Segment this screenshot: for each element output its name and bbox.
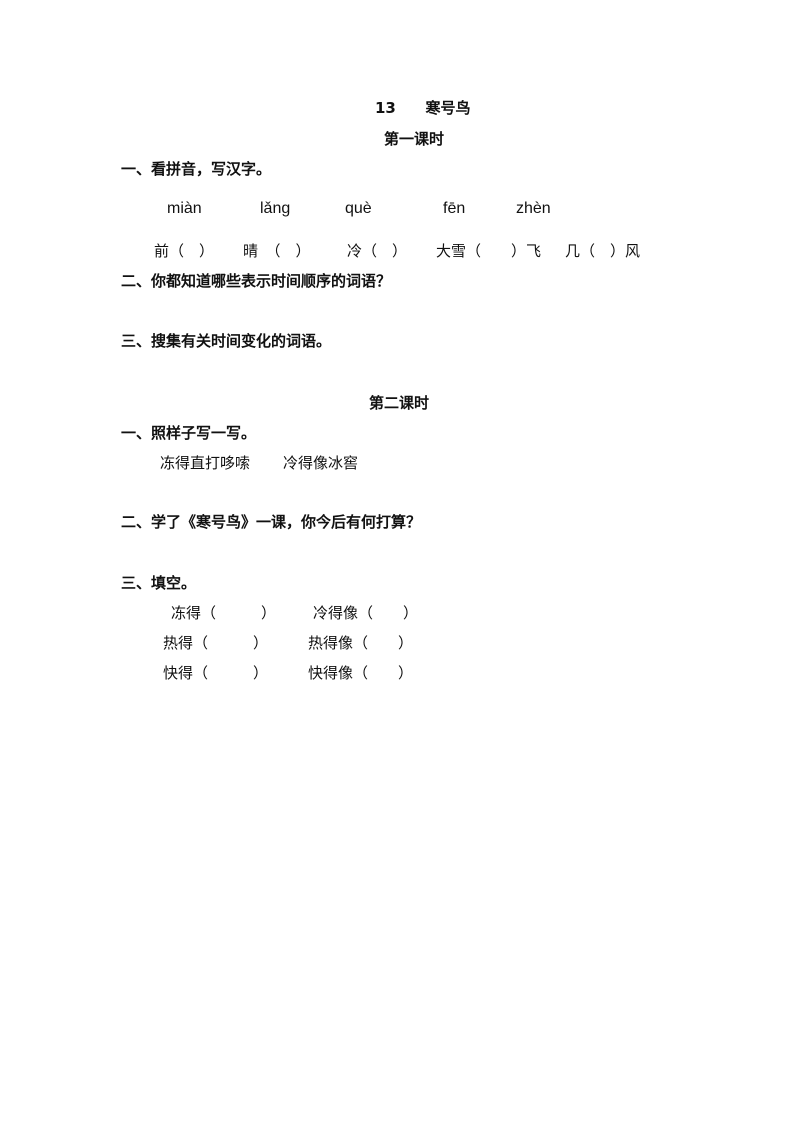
part2-q2-heading: 二、学了《寒号鸟》一课，你今后有何打算？ bbox=[121, 513, 422, 531]
part1-title: 第一课时 bbox=[384, 130, 445, 148]
fill-row1-right: 冷得像（ ） bbox=[313, 604, 419, 622]
fill-row3-left: 快得（ ） bbox=[163, 664, 269, 682]
fill-row2-left: 热得（ ） bbox=[163, 634, 269, 652]
pinyin-3: què bbox=[345, 200, 372, 217]
part1-q1-heading: 一、看拼音，写汉字。 bbox=[121, 160, 272, 178]
example-1: 冻得直打哆嗦 bbox=[160, 454, 251, 472]
lesson-number: 13 bbox=[375, 99, 396, 117]
pinyin-1: miàn bbox=[167, 200, 202, 217]
fill-row1-left: 冻得（ ） bbox=[171, 604, 277, 622]
pinyin-4: fēn bbox=[443, 200, 466, 217]
part2-q3-heading: 三、填空。 bbox=[121, 574, 197, 592]
part2-title: 第二课时 bbox=[369, 394, 430, 412]
part2-q1-heading: 一、照样子写一写。 bbox=[121, 424, 257, 442]
example-2: 冷得像冰窖 bbox=[283, 454, 359, 472]
blank-2: 晴 （ ） bbox=[243, 242, 311, 260]
blank-3: 冷（ ） bbox=[347, 242, 408, 260]
part1-q2-heading: 二、你都知道哪些表示时间顺序的词语？ bbox=[121, 272, 392, 290]
fill-row3-right: 快得像（ ） bbox=[308, 664, 414, 682]
blank-4: 大雪（ ）飞 bbox=[436, 242, 542, 260]
blank-5: 几（ ）风 bbox=[565, 242, 641, 260]
pinyin-5: zhèn bbox=[516, 200, 551, 217]
pinyin-2: lǎng bbox=[260, 200, 291, 217]
lesson-name: 寒号鸟 bbox=[425, 99, 471, 117]
fill-row2-right: 热得像（ ） bbox=[308, 634, 414, 652]
part1-q3-heading: 三、搜集有关时间变化的词语。 bbox=[121, 332, 332, 350]
lesson-title: 13 寒号鸟 bbox=[375, 101, 470, 116]
blank-1: 前（ ） bbox=[154, 242, 215, 260]
